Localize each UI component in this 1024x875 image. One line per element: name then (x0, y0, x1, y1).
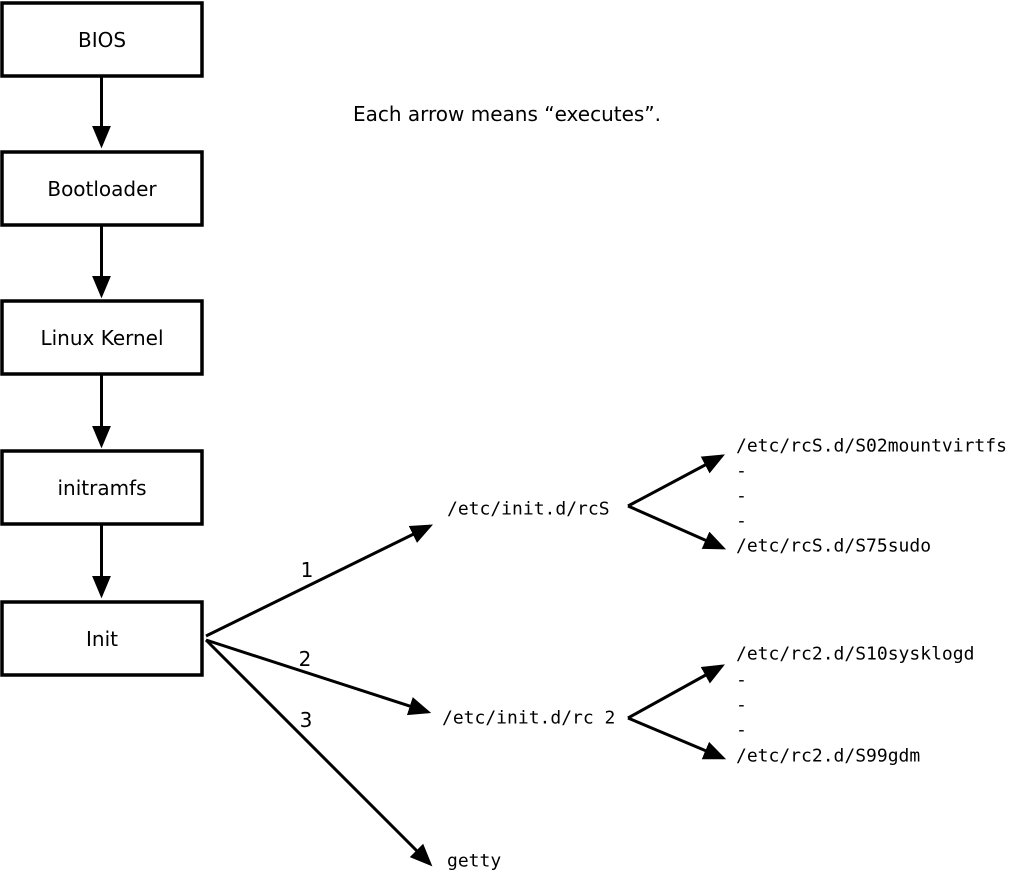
boot-chain: BIOS Bootloader Linux Kernel initramfs I… (0, 1, 204, 677)
target-rcS-label: /etc/init.d/rcS (447, 499, 610, 520)
rc2-script-ellipsis-1: - (736, 670, 747, 691)
box-init (0, 600, 204, 677)
arrow-init-to-rc2 (205, 638, 432, 716)
box-bootloader (0, 150, 204, 227)
rcS-fanout: /etc/rcS.d/S02mountvirtfs - - - /etc/rcS… (627, 436, 1007, 557)
arrow-rcS-to-first-script (627, 454, 725, 508)
box-bios-label: BIOS (78, 28, 126, 52)
rc2-script-last: /etc/rc2.d/S99gdm (736, 746, 920, 767)
box-bootloader-label: Bootloader (47, 177, 157, 201)
rcS-script-ellipsis-1: - (736, 461, 747, 482)
rcS-script-first: /etc/rcS.d/S02mountvirtfs (736, 436, 1007, 457)
arrow-rc2-to-first-script (627, 664, 725, 720)
init-edge-label-2: 2 (299, 647, 312, 671)
arrow-rc2-to-last-script (627, 716, 727, 760)
rc2-script-ellipsis-2: - (736, 695, 747, 716)
arrow-rcS-to-last-script (627, 504, 727, 550)
rcS-script-ellipsis-3: - (736, 511, 747, 532)
rc2-fanout: /etc/rc2.d/S10sysklogd - - - /etc/rc2.d/… (627, 644, 974, 767)
target-rc2-label: /etc/init.d/rc 2 (442, 708, 615, 729)
box-bios (0, 1, 204, 78)
diagram-caption: Each arrow means “executes”. (353, 102, 661, 126)
init-edge-label-1: 1 (301, 558, 314, 582)
init-edge-label-3: 3 (300, 708, 313, 732)
arrow-init-to-getty (204, 638, 433, 867)
arrow-init-to-rcS (205, 524, 434, 638)
box-initramfs (0, 449, 204, 526)
rcS-script-ellipsis-2: - (736, 486, 747, 507)
init-fanout: 1 2 3 /etc/init.d/rcS /etc/init.d/rc 2 g… (204, 499, 615, 872)
box-linux-kernel-label: Linux Kernel (40, 326, 163, 350)
box-linux-kernel (0, 299, 204, 376)
rc2-script-ellipsis-3: - (736, 720, 747, 741)
box-init-label: Init (86, 627, 118, 651)
box-initramfs-label: initramfs (57, 476, 146, 500)
rc2-script-first: /etc/rc2.d/S10sysklogd (736, 644, 974, 665)
target-getty-label: getty (447, 851, 501, 872)
rcS-script-last: /etc/rcS.d/S75sudo (736, 536, 931, 557)
